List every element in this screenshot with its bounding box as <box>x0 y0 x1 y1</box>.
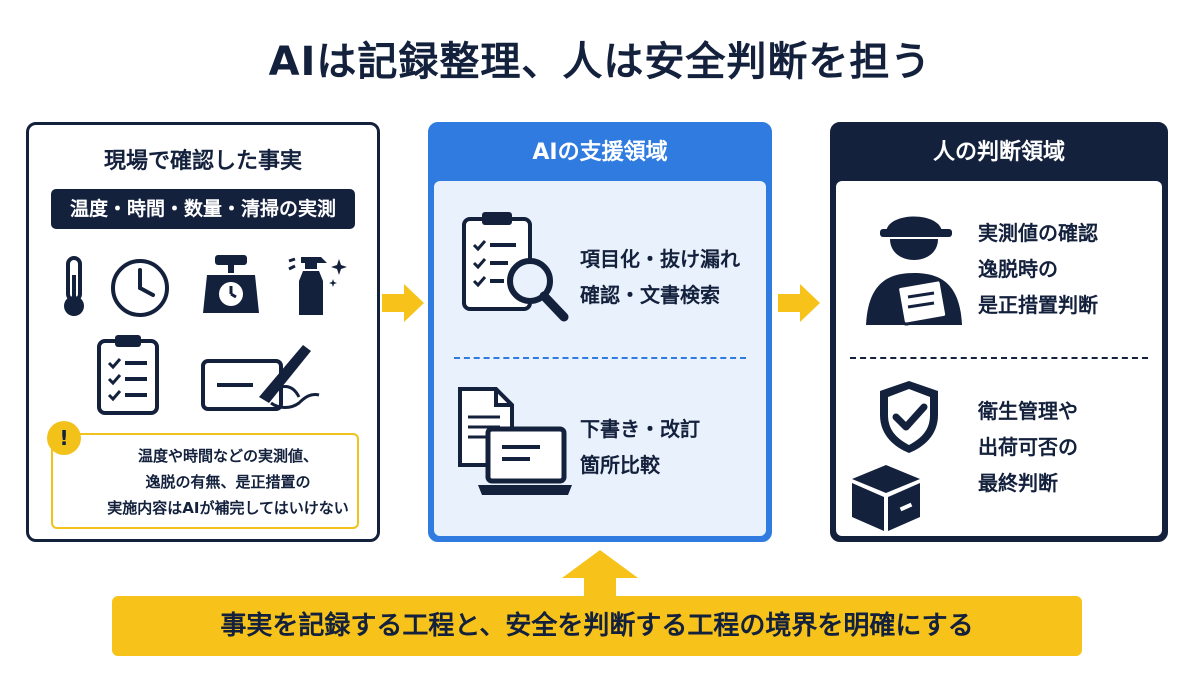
arrow-right-icon <box>382 284 424 322</box>
human-item-1: 実測値の確認 逸脱時の 是正措置判断 <box>978 215 1098 323</box>
warning-line: 温度や時間などの実測値、 <box>137 447 318 465</box>
ai-item-2-line: 下書き・改訂 <box>580 417 700 441</box>
human-judgment-panel: 人の判断領域 実測値の確認 逸脱時の 是正措置判断 <box>830 122 1168 542</box>
shield-check-icon <box>880 381 938 453</box>
warning-box: ! 温度や時間などの実測値、 逸脱の有無、是正措置の 実施内容はAIが補完しては… <box>47 421 359 529</box>
scale-icon <box>203 255 259 313</box>
ai-item-1: 項目化・抜け漏れ 確認・文書検索 <box>580 241 740 313</box>
spray-bottle-icon <box>288 257 347 315</box>
measurement-badge: 温度・時間・数量・清掃の実測 <box>51 189 355 229</box>
human-item-2-line: 出荷可否の <box>978 435 1078 459</box>
human-item-1-line: 逸脱時の <box>978 257 1058 281</box>
human-item-2-line: 最終判断 <box>978 471 1058 495</box>
ai-support-panel: AIの支援領域 項目化・抜け漏れ 確認・文書検索 <box>428 122 772 542</box>
page-title: AIは記録整理、人は安全判断を担う <box>268 39 932 85</box>
ai-item-2-line: 箇所比較 <box>580 453 660 477</box>
clock-icon <box>111 259 169 317</box>
ai-item-2: 下書き・改訂 箇所比較 <box>580 411 700 483</box>
ai-support-heading: AIの支援領域 <box>532 140 668 165</box>
warning-text: 温度や時間などの実測値、 逸脱の有無、是正措置の 実施内容はAIが補完してはいけ… <box>103 443 353 521</box>
human-item-2-line: 衛生管理や <box>978 399 1078 423</box>
package-box-icon <box>852 465 920 531</box>
handwriting-icon <box>201 345 320 411</box>
section-divider <box>454 357 746 359</box>
ai-item-1-line: 確認・文書検索 <box>580 283 720 307</box>
facts-heading: 現場で確認した事実 <box>103 149 302 174</box>
exclamation-icon: ! <box>47 421 81 455</box>
bottom-message: 事実を記録する工程と、安全を判断する工程の境界を明確にする <box>112 596 1082 656</box>
warning-line: 実施内容はAIが補完してはいけない <box>107 499 349 517</box>
ai-item-1-line: 項目化・抜け漏れ <box>580 247 740 271</box>
human-judgment-heading: 人の判断領域 <box>932 140 1065 165</box>
facts-panel: 現場で確認した事実 温度・時間・数量・清掃の実測 <box>26 122 380 542</box>
section-divider <box>850 357 1148 359</box>
human-item-2: 衛生管理や 出荷可否の 最終判断 <box>978 393 1078 501</box>
human-judgment-body: 実測値の確認 逸脱時の 是正措置判断 衛生管理や 出荷可否の 最終判断 <box>836 181 1162 536</box>
arrow-right-icon <box>778 284 820 322</box>
human-item-1-line: 是正措置判断 <box>978 293 1098 317</box>
warning-line: 逸脱の有無、是正措置の <box>145 473 311 491</box>
ai-support-body: 項目化・抜け漏れ 確認・文書検索 下書き・改訂 箇所比較 <box>434 181 766 536</box>
clipboard-search-icon <box>462 212 569 322</box>
human-item-1-line: 実測値の確認 <box>978 221 1098 245</box>
checklist-clipboard-icon <box>97 335 159 415</box>
thermometer-icon <box>64 256 84 316</box>
worker-clipboard-icon <box>866 216 962 326</box>
document-laptop-icon <box>458 387 572 495</box>
arrow-up-icon <box>562 550 638 598</box>
